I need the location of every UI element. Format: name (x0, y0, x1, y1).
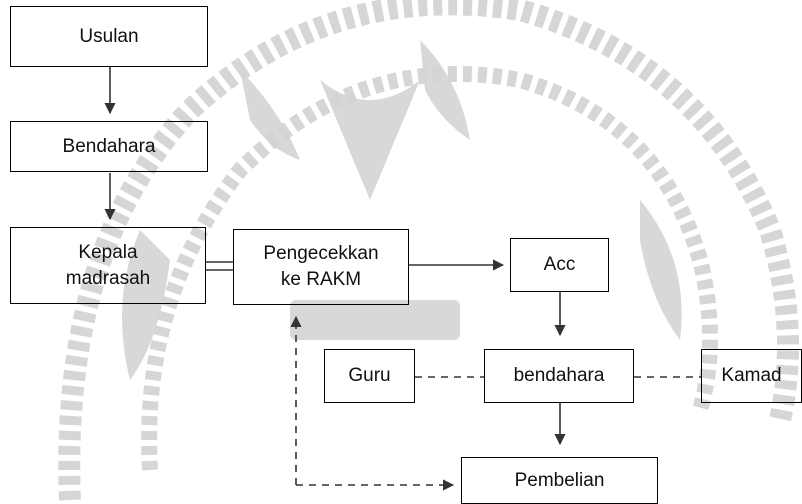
node-pengecekan-rakm-label: Pengecekkan ke RAKM (263, 243, 379, 290)
seal-center-mark (320, 80, 420, 200)
node-kamad-label: Kamad (721, 365, 782, 387)
node-bendahara-top: Bendahara (10, 121, 208, 172)
node-usulan: Usulan (10, 6, 208, 67)
node-bendahara-bottom: bendahara (484, 349, 634, 403)
node-kepala-madrasah: Kepala madrasah (10, 227, 206, 304)
seal-banner (290, 300, 460, 340)
node-pembelian-label: Pembelian (514, 469, 605, 491)
node-kepala-madrasah-label: Kepala madrasah (65, 241, 151, 289)
node-guru-label: Guru (348, 365, 391, 387)
seal-leaf-right (420, 40, 470, 140)
node-bendahara-top-label: Bendahara (62, 135, 156, 157)
seal-leaf-left (240, 70, 300, 160)
node-pembelian: Pembelian (461, 457, 658, 504)
node-acc: Acc (510, 238, 609, 292)
seal-left-flank (122, 230, 170, 380)
node-bendahara-bottom-label: bendahara (513, 365, 605, 387)
seal-outer-arc (58, 0, 799, 501)
node-pengecekan-rakm: Pengecekkan ke RAKM (233, 229, 409, 305)
node-guru: Guru (324, 349, 415, 403)
node-usulan-label: Usulan (79, 25, 139, 47)
node-kamad: Kamad (701, 349, 802, 403)
seal-right-flank (640, 200, 682, 340)
node-acc-label: Acc (543, 254, 576, 276)
